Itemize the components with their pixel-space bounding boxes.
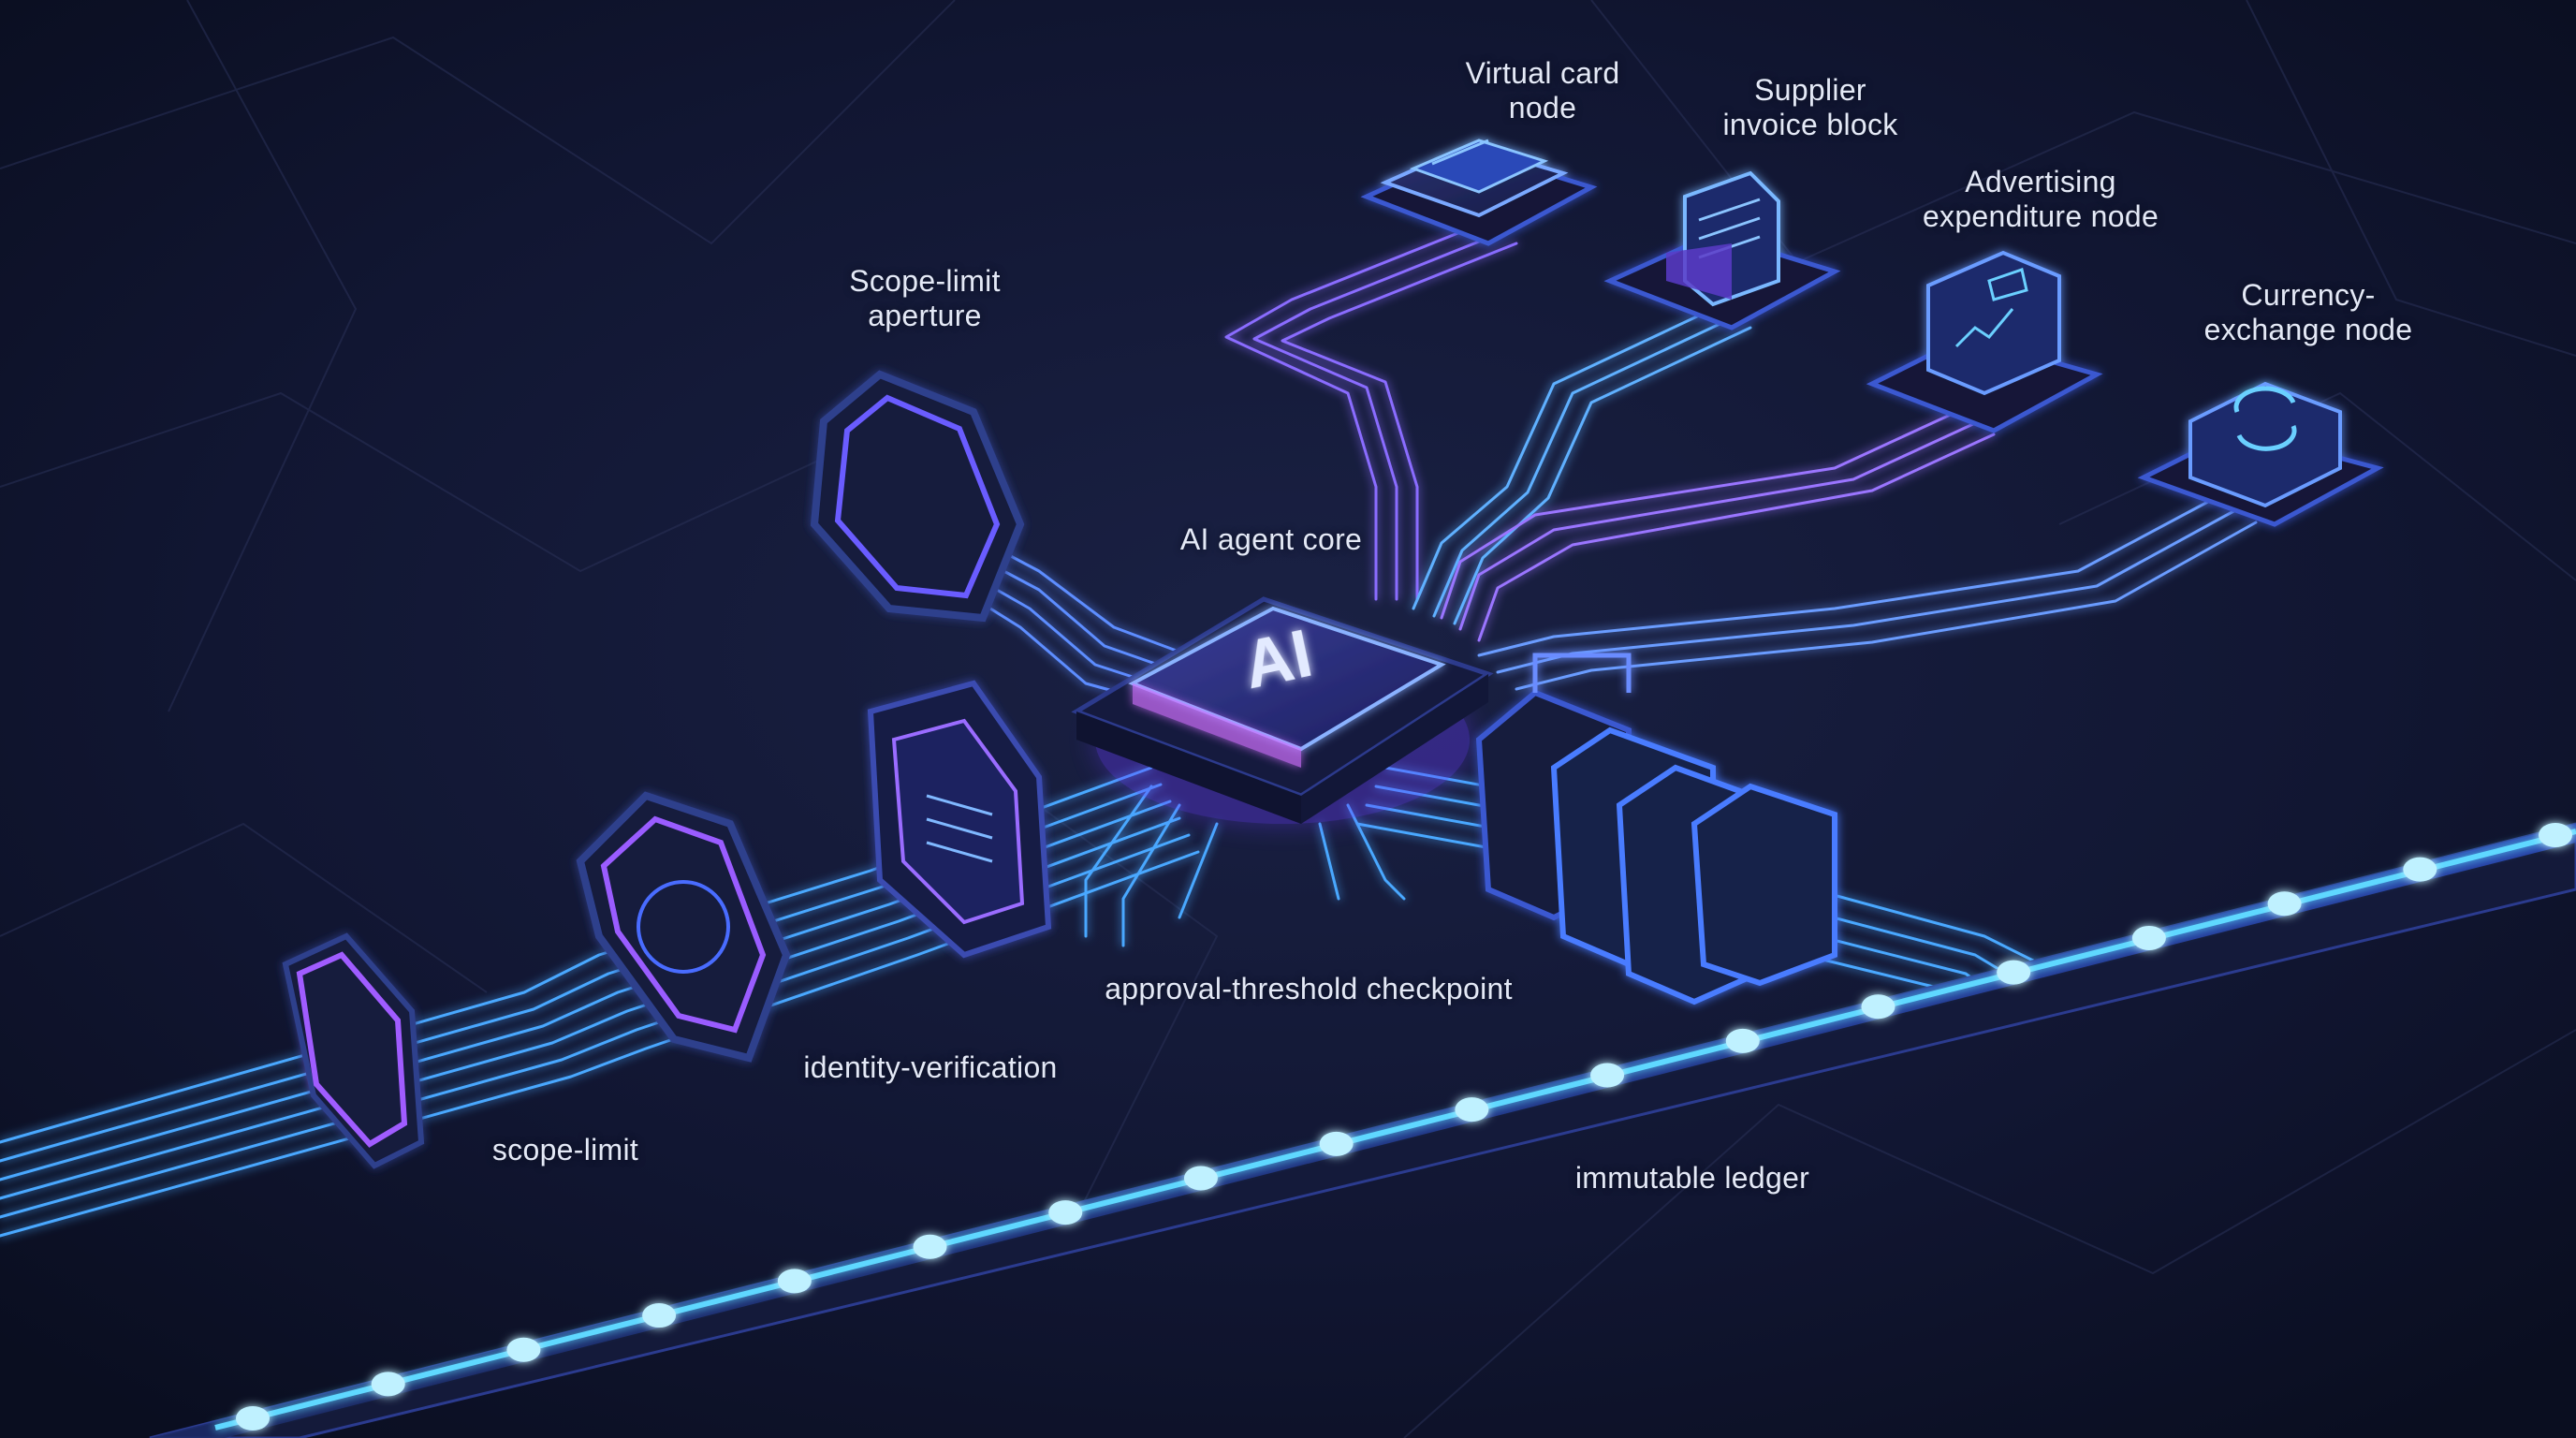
- label-scope-limit: scope-limit: [491, 1133, 639, 1167]
- ledger-node: [1048, 1200, 1083, 1225]
- virtual-card-node: [1360, 139, 1598, 246]
- ledger-node: [642, 1303, 677, 1328]
- approval-threshold-checkpoint: [1475, 653, 1837, 1005]
- ledger-node: [2267, 891, 2302, 917]
- identity-verification-gate: [576, 791, 791, 1063]
- label-identity-verification: identity-verification: [803, 1050, 1058, 1084]
- scope-limit-gate: [282, 932, 425, 1169]
- currency-trace-bundle: [1477, 494, 2258, 691]
- document-icon: [1666, 170, 1780, 307]
- ledger-node: [913, 1234, 947, 1259]
- credit-card-icon: [1409, 139, 1549, 194]
- label-ai-agent-core: AI agent core: [1179, 522, 1363, 556]
- ledger-node: [1725, 1028, 1760, 1053]
- label-immutable-ledger: immutable ledger: [1574, 1161, 1810, 1195]
- ledger-nodes: [236, 823, 2572, 1431]
- card-trace-bundle: [1224, 223, 1518, 601]
- label-currency-exchange-node: Currency-exchange node: [2203, 278, 2413, 346]
- label-approval-threshold-checkpoint: approval-threshold checkpoint: [1105, 972, 1513, 1005]
- ai-chip-text: AI: [1237, 616, 1318, 703]
- core-pin-traces: [1084, 785, 1406, 947]
- ledger-node: [1319, 1131, 1354, 1156]
- ledger-node: [506, 1337, 541, 1362]
- ledger-node: [1183, 1166, 1218, 1191]
- ledger-node: [1861, 994, 1895, 1020]
- ledger-node: [236, 1406, 270, 1431]
- identity-scan-block: [867, 680, 1052, 959]
- scope-limit-aperture-gate: [810, 370, 1025, 623]
- supplier-invoice-node: [1603, 170, 1841, 330]
- ledger-node: [1455, 1097, 1489, 1123]
- ledger-node: [1590, 1063, 1625, 1088]
- advertising-trace-bundle: [1440, 410, 1996, 642]
- invoice-trace-bundle: [1412, 307, 1752, 625]
- ledger-node: [1997, 960, 2031, 985]
- ledger-node: [371, 1372, 405, 1397]
- ai-agent-core-chip: AI: [1071, 596, 1494, 824]
- advertising-expenditure-node: [1866, 250, 2103, 433]
- ledger-node: [2403, 857, 2437, 882]
- ledger-node: [777, 1269, 812, 1294]
- ledger-node: [2539, 823, 2572, 847]
- megaphone-chart-icon: [1954, 268, 2028, 348]
- ledger-node: [2131, 925, 2166, 950]
- immutable-ledger-rail: [149, 822, 2576, 1438]
- exchange-arrows-icon: [2233, 386, 2297, 451]
- currency-exchange-node: [2137, 381, 2384, 527]
